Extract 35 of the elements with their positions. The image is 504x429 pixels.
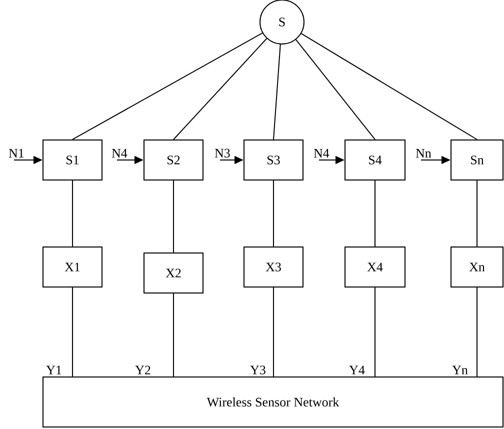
connector-line: [273, 287, 274, 377]
port-label: Y3: [250, 366, 266, 374]
input-label: Nn: [416, 148, 432, 158]
sensor-box: S3: [244, 140, 304, 180]
sensor-box: S4: [344, 140, 406, 180]
input-label: N3: [214, 148, 230, 158]
connector-line: [300, 33, 478, 140]
sensor-box: Xn: [450, 246, 504, 288]
sensor-box: Sn: [450, 140, 504, 180]
connector-line: [72, 180, 73, 247]
port-label: Y4: [349, 366, 365, 374]
input-label: N4: [112, 148, 128, 158]
sensor-box: X4: [344, 246, 406, 288]
sensor-box: S1: [42, 140, 102, 180]
connector-line: [273, 44, 281, 140]
connector-line: [374, 180, 376, 247]
connector-line: [273, 180, 274, 247]
connector-line: [72, 287, 73, 377]
sensor-box: X2: [144, 252, 204, 294]
connector-line: [476, 180, 478, 247]
connector-line: [374, 287, 376, 377]
input-label: N4: [314, 148, 330, 158]
connector-line: [476, 287, 478, 377]
connector-line: [72, 32, 263, 140]
network-box: Wireless Sensor Network: [42, 376, 504, 428]
port-label: Y1: [46, 366, 62, 374]
sensor-box: X1: [42, 246, 102, 288]
connector-line: [173, 38, 268, 140]
port-label: Yn: [452, 366, 468, 374]
connector-line: [173, 293, 174, 377]
sensor-box: S2: [144, 140, 204, 180]
connector-line: [295, 39, 376, 140]
sensor-box: X3: [244, 246, 304, 288]
connector-line: [173, 180, 174, 253]
input-label: N1: [8, 148, 24, 158]
